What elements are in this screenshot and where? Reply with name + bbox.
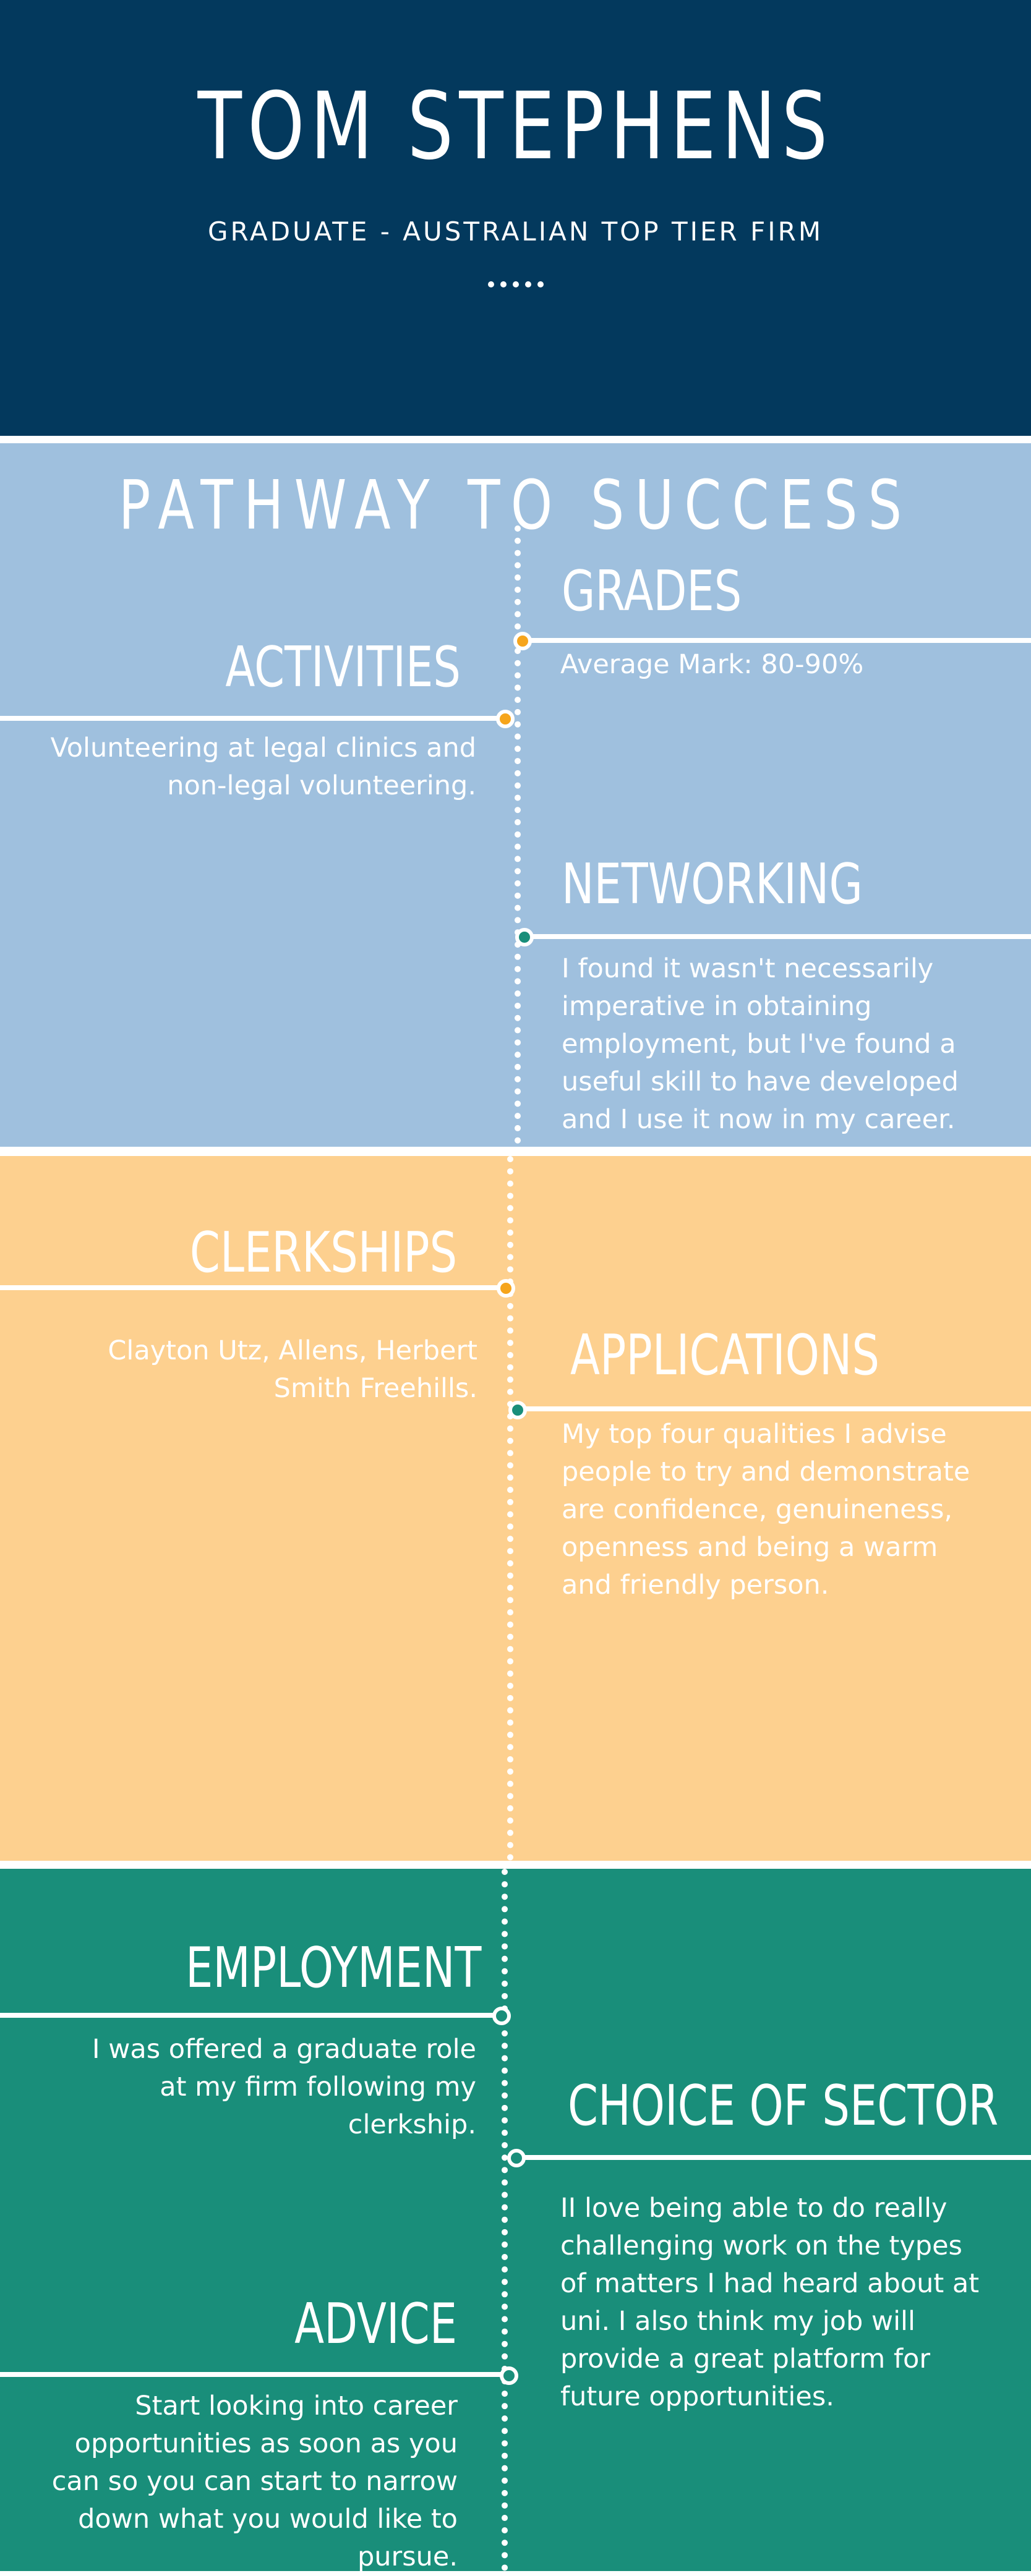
activities-heading: ACTIVITIES <box>225 635 461 700</box>
applications-text: My top four qualities I advise people to… <box>562 1419 970 1600</box>
advice-heading: ADVICE <box>294 2292 457 2357</box>
choice-of-sector-node <box>507 2149 526 2167</box>
employment-heading: EMPLOYMENT <box>185 1936 481 2000</box>
advice-text: Start looking into career opportunities … <box>51 2391 458 2572</box>
applications-connector <box>520 1406 1031 1411</box>
pathway-orange-band <box>0 1156 1031 1861</box>
clerkships-text: Clayton Utz, Allens, Herbert Smith Freeh… <box>108 1335 477 1404</box>
employment-text: I was offered a graduate role at my firm… <box>92 2034 476 2140</box>
applications-heading: APPLICATIONS <box>570 1323 880 1388</box>
grades-heading: GRADES <box>562 559 742 624</box>
networking-connector <box>526 934 1031 939</box>
activities-connector <box>0 716 502 721</box>
employment-node <box>492 2007 511 2025</box>
choice-of-sector-connector <box>513 2155 1031 2160</box>
clerkships-node <box>497 1279 515 1298</box>
person-name: TOM STEPHENS <box>197 73 834 181</box>
timeline-line-blue <box>515 525 521 1156</box>
pathway-green-band <box>0 1869 1031 2571</box>
advice-connector <box>0 2372 501 2377</box>
timeline-line-orange <box>507 1156 513 1861</box>
applications-node <box>508 1401 527 1419</box>
choice-of-sector-text: II love being able to do really challeng… <box>560 2193 980 2412</box>
grades-connector <box>526 638 1031 643</box>
person-subtitle: GRADUATE - AUSTRALIAN TOP TIER FIRM <box>207 216 824 247</box>
activities-node <box>496 710 515 728</box>
header-dots-divider <box>0 279 1031 291</box>
header-band <box>0 0 1031 436</box>
pathway-title: PATHWAY TO SUCCESS <box>118 465 913 545</box>
clerkships-connector <box>0 1285 502 1290</box>
timeline-line-green <box>502 1869 508 2571</box>
employment-connector <box>0 2013 496 2018</box>
grades-text: Average Mark: 80-90% <box>560 649 864 680</box>
clerkships-heading: CLERKSHIPS <box>189 1220 457 1285</box>
networking-node <box>515 928 534 946</box>
networking-heading: NETWORKING <box>562 852 863 917</box>
networking-text: I found it wasn't necessarily imperative… <box>562 953 959 1135</box>
activities-text: Volunteering at legal clinics and non-le… <box>50 733 476 801</box>
grades-node <box>513 632 532 650</box>
advice-node <box>500 2366 518 2385</box>
choice-of-sector-heading: CHOICE OF SECTOR <box>568 2073 999 2138</box>
